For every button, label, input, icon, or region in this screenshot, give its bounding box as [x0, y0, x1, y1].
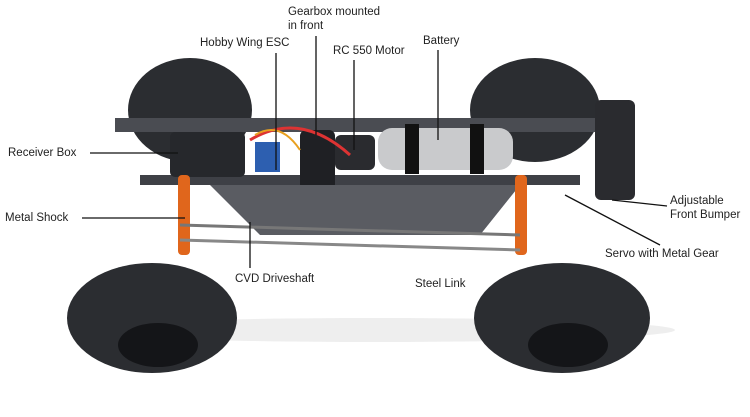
wire [254, 129, 301, 151]
steel-link [179, 238, 521, 252]
label-front-bumper: Adjustable Front Bumper [670, 194, 740, 222]
rear-wheel-rim [118, 323, 198, 367]
label-gearbox: Gearbox mounted in front [288, 5, 380, 33]
receiver-box [170, 132, 245, 177]
battery-pack [378, 128, 513, 170]
label-metal-shock: Metal Shock [5, 212, 69, 224]
skid-plate [210, 185, 520, 235]
chassis-rail-lower [140, 175, 580, 185]
label-receiver-box: Receiver Box [8, 147, 77, 159]
label-bumper-line1: Adjustable [670, 195, 724, 207]
driveshaft [179, 223, 521, 237]
label-esc: Hobby Wing ESC [200, 37, 290, 49]
front-shock [515, 175, 527, 255]
label-servo: Servo with Metal Gear [605, 248, 719, 260]
leader-lines [82, 36, 668, 268]
label-battery: Battery [423, 35, 460, 47]
label-steel-link: Steel Link [415, 278, 466, 290]
motor [335, 135, 375, 170]
gearbox [300, 130, 335, 190]
wire [249, 126, 352, 157]
battery-strap [405, 124, 419, 174]
label-cvd-driveshaft: CVD Driveshaft [235, 273, 315, 285]
label-gearbox-line2: in front [288, 20, 324, 32]
front-wheel-rim [528, 323, 608, 367]
bumper [595, 100, 635, 200]
label-motor: RC 550 Motor [333, 45, 405, 57]
battery-strap [470, 124, 484, 174]
rear-shock [178, 175, 190, 255]
chassis-rail [115, 118, 635, 132]
label-bumper-line2: Front Bumper [670, 209, 741, 221]
label-gearbox-line1: Gearbox mounted [288, 6, 381, 18]
